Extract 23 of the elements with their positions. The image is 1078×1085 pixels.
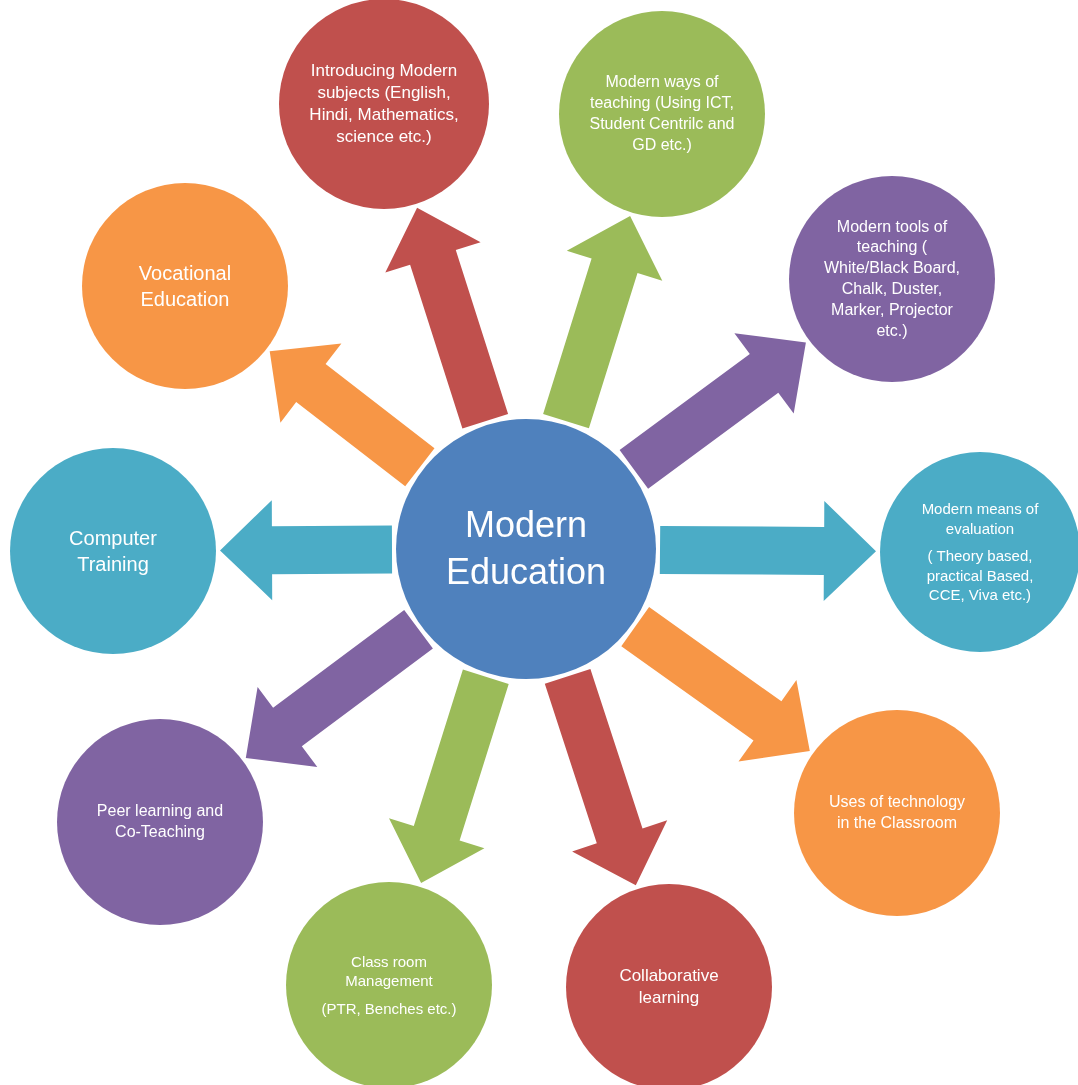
- block-arrow: [389, 669, 509, 883]
- block-arrow: [543, 216, 663, 429]
- block-arrow: [245, 609, 433, 767]
- circle-label: Computer Training: [68, 526, 158, 577]
- circle-note: ( Theory based, practical Based, CCE, Viva etc.): [925, 546, 1035, 605]
- circle-label: Vocational Education: [137, 261, 233, 312]
- block-arrow: [220, 500, 393, 601]
- circle-note: (PTR, Benches etc.): [321, 998, 457, 1019]
- circle-label: Uses of technology in the Classroom: [827, 792, 967, 833]
- circle-label: Collaborative learning: [618, 964, 720, 1009]
- block-arrow: [621, 607, 810, 762]
- block-arrow: [269, 343, 435, 487]
- circle-label: Class room Management: [344, 951, 434, 991]
- block-arrow: [544, 668, 668, 886]
- circle-label: Introducing Modern subjects (English, Hindi, Mathematics, science etc.): [308, 59, 460, 149]
- block-arrow: [385, 207, 509, 429]
- circle-label: Modern means of evaluation: [920, 499, 1040, 539]
- block-arrow: [659, 501, 876, 601]
- circle-label: Peer learning and Co-Teaching: [95, 801, 225, 842]
- circle-label: Modern ways of teaching (Using ICT, Student Centrilc and GD etc.): [588, 72, 736, 155]
- circle-label: Modern tools of teaching ( White/Black Board, Chalk, Duster, Marker, Projector etc.): [822, 216, 962, 341]
- circle-label: Modern Education: [444, 503, 608, 594]
- block-arrow: [619, 333, 806, 489]
